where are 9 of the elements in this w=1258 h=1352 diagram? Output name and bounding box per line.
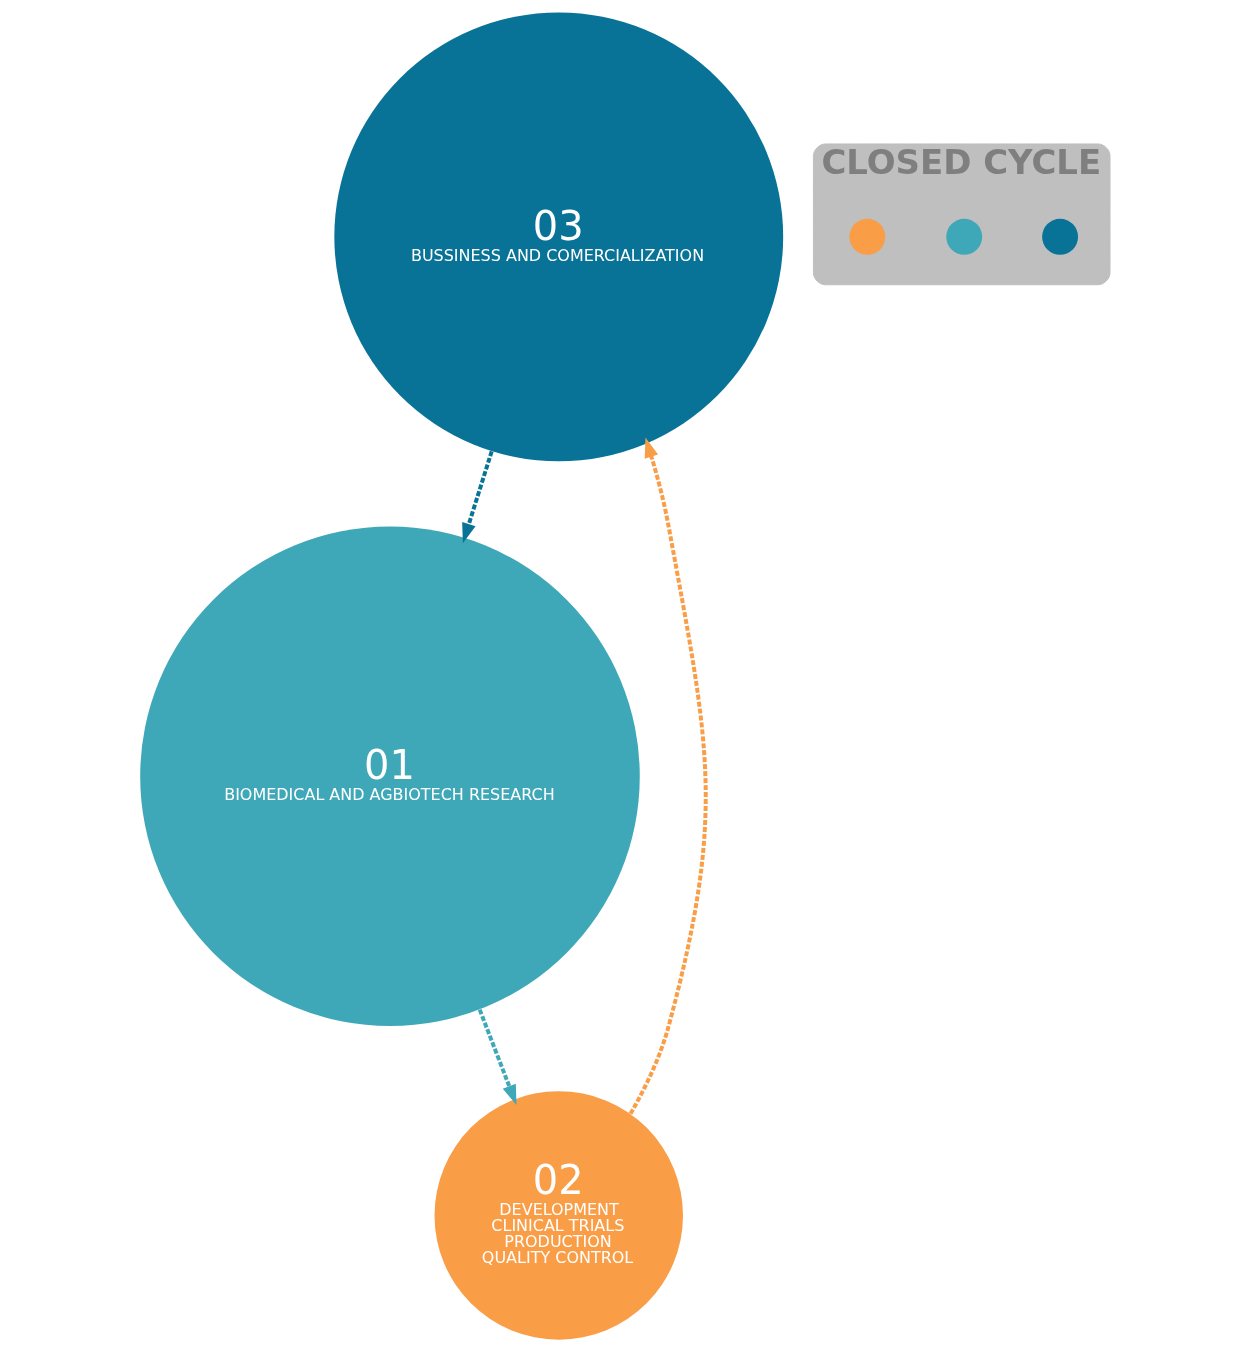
node-circle xyxy=(1042,218,1079,255)
arrow xyxy=(477,1008,517,1105)
arrow xyxy=(628,437,708,1115)
arrow xyxy=(462,450,494,544)
node-circle: 02 DEVELOPMENT CLINICAL TRIALS PRODUCTION QUALITY CONTROL xyxy=(434,1091,683,1340)
node-circle: 01 BIOMEDICAL AND AGBIOTECH RESEARCH xyxy=(140,526,640,1027)
cluster: CLOSED CYCLE xyxy=(812,143,1111,286)
node-circle xyxy=(849,218,886,255)
node-circle xyxy=(946,218,983,255)
